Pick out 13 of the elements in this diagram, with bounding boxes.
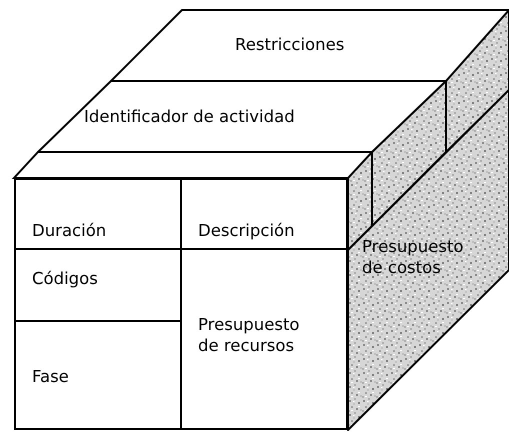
field-label: Duración	[32, 220, 106, 241]
field-label: Fase	[32, 366, 69, 387]
field-cell	[14, 178, 182, 250]
field-cell	[180, 178, 348, 250]
field-cell	[14, 320, 182, 430]
field-label: Restricciones	[235, 34, 344, 55]
field-label: Descripción	[198, 220, 295, 241]
field-label: Presupuesto de recursos	[198, 314, 301, 356]
field-label: Identificador de actividad	[84, 106, 295, 127]
top-band	[38, 81, 446, 152]
top-band	[111, 10, 509, 81]
field-label: Presupuesto de costos	[362, 236, 465, 278]
field-label: Códigos	[32, 268, 98, 289]
